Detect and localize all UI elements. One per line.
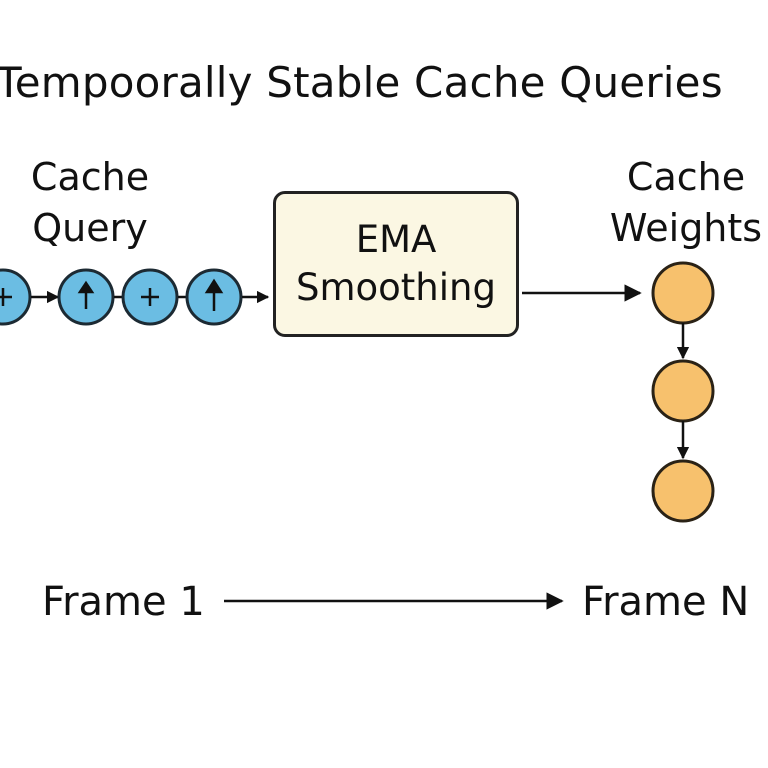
weight-node — [651, 261, 715, 325]
cache-query-label-line2: Query — [32, 206, 148, 250]
query-node — [0, 268, 32, 326]
cache-query-label-line1: Cache — [30, 155, 150, 199]
weight-node — [651, 459, 715, 523]
query-node-chain — [0, 268, 270, 326]
frame-start-label: Frame 1 — [42, 579, 205, 625]
frame-end-label: Frame N — [582, 579, 750, 625]
cache-weights-label-line2: Weights — [609, 206, 763, 250]
weight-node-chain — [651, 261, 715, 523]
cache-weights-label-line1: Cache — [626, 155, 746, 199]
plus-arrow-icon — [141, 288, 159, 306]
ema-smoothing-box: EMA Smoothing — [273, 191, 519, 337]
diagram-title: Tempoorally Stable Cache Queries — [0, 58, 723, 107]
weight-node — [651, 359, 715, 423]
ema-label-line1: EMA — [355, 218, 437, 261]
up-arrow-icon — [204, 278, 224, 311]
plus-arrow-icon — [0, 288, 12, 306]
ema-label-line2: Smoothing — [296, 266, 496, 309]
up-arrow-icon — [77, 280, 95, 309]
